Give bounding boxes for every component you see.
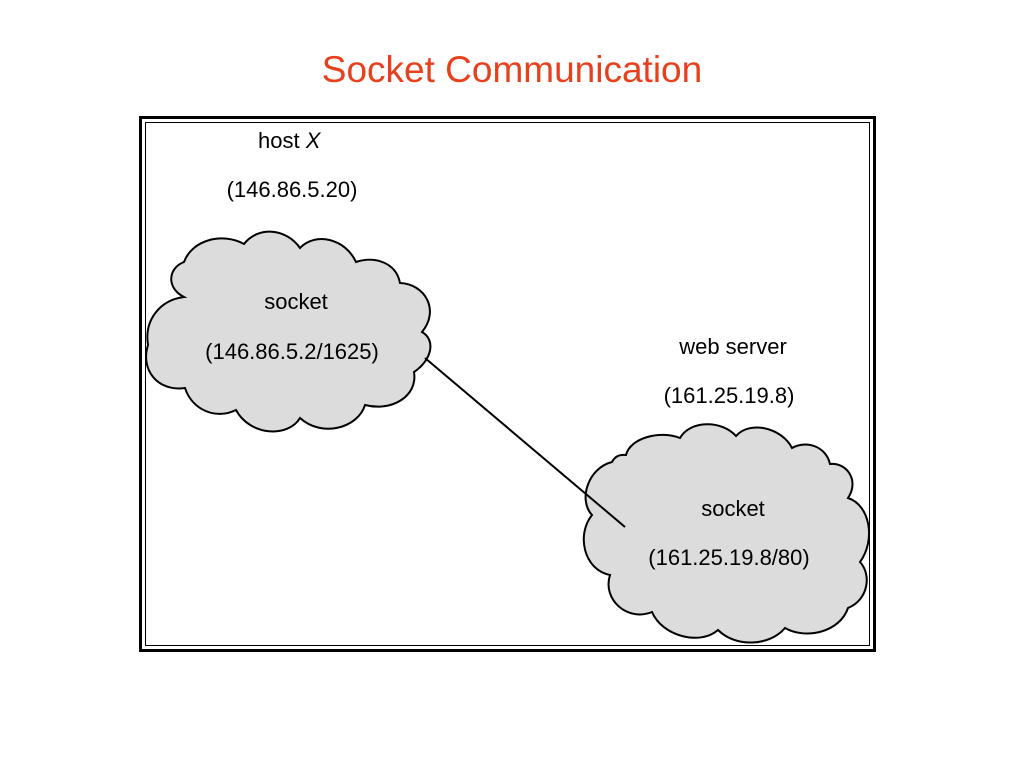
server-address: (161.25.19.8) xyxy=(664,383,795,408)
host-name-label: host X xyxy=(258,128,322,153)
host-socket-cloud xyxy=(145,230,432,433)
host-name-variable: X xyxy=(305,128,322,153)
server-socket-cloud xyxy=(582,423,871,644)
diagram-frame-inner-border xyxy=(145,122,870,646)
server-socket-address: (161.25.19.8/80) xyxy=(648,545,809,570)
host-socket-address: (146.86.5.2/1625) xyxy=(205,339,379,364)
host-address: (146.86.5.20) xyxy=(227,177,358,202)
host-socket-label: socket xyxy=(264,289,328,314)
server-socket-label: socket xyxy=(701,496,765,521)
socket-connection-line xyxy=(424,357,626,528)
host-name-prefix: host xyxy=(258,128,306,153)
server-name: web server xyxy=(678,334,787,359)
slide-title: Socket Communication xyxy=(321,49,703,90)
